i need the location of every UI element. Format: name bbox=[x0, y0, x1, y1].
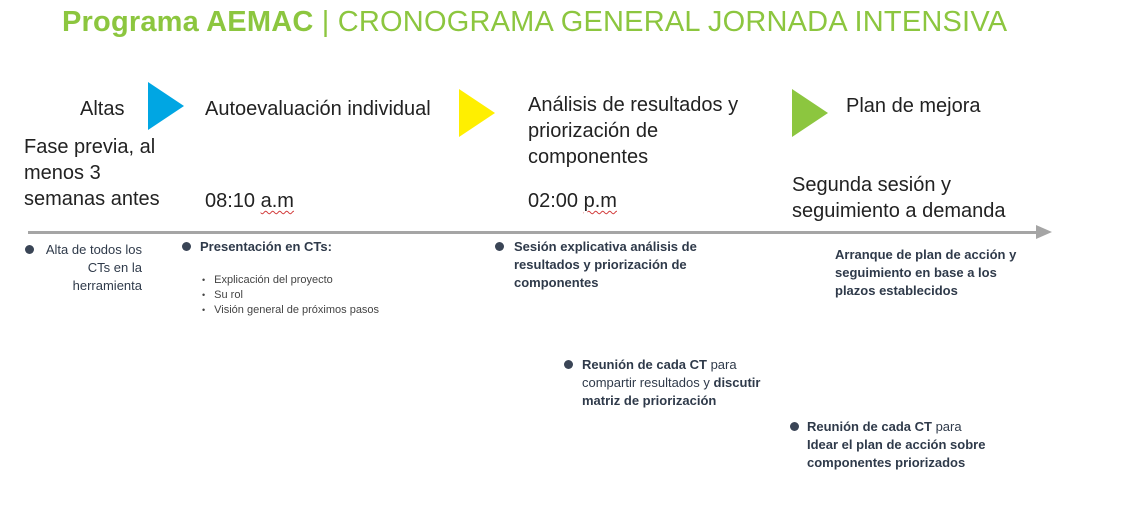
activity-presentacion-heading: Presentación en CTs: bbox=[200, 239, 332, 254]
phase-autoevaluacion-time: 08:10 a.m bbox=[205, 190, 294, 212]
activity-altas: Alta de todos los CTs en la herramienta bbox=[45, 242, 142, 293]
phase-autoevaluacion-label: Autoevaluación individual bbox=[205, 98, 431, 120]
timeline-arrowhead-icon bbox=[1036, 225, 1052, 239]
phase-plan-subtitle: Segunda sesión y seguimiento a demanda bbox=[792, 174, 1006, 222]
bullet-icon bbox=[182, 242, 191, 251]
phase-altas-label: Altas bbox=[80, 98, 125, 120]
timeline-line bbox=[28, 231, 1038, 234]
phase-analisis-label: Análisis de resultados y priorización de… bbox=[528, 94, 739, 168]
title-rest: CRONOGRAMA GENERAL JORNADA INTENSIVA bbox=[337, 6, 1008, 38]
phase-plan-label: Plan de mejora bbox=[846, 95, 981, 117]
list-item: Su rol bbox=[214, 288, 379, 303]
bullet-icon bbox=[25, 245, 34, 254]
page-title: Programa AEMAC | CRONOGRAMA GENERAL JORN… bbox=[62, 6, 1007, 39]
bullet-icon bbox=[790, 422, 799, 431]
activity-arranque: Arranque de plan de acción y seguimiento… bbox=[835, 247, 1017, 298]
program-name: Programa AEMAC bbox=[62, 6, 314, 38]
triangle-arrow-yellow-icon bbox=[459, 89, 495, 137]
bullet-icon bbox=[495, 242, 504, 251]
list-item: Explicación del proyecto bbox=[214, 273, 379, 288]
activity-reunion-resultados: Reunión de cada CT para compartir result… bbox=[582, 357, 761, 408]
phase-analisis-time: 02:00 p.m bbox=[528, 190, 617, 212]
bullet-icon bbox=[564, 360, 573, 369]
activity-sesion: Sesión explicativa análisis de resultado… bbox=[514, 239, 697, 290]
list-item: Visión general de próximos pasos bbox=[214, 303, 379, 318]
triangle-arrow-green-icon bbox=[792, 89, 828, 137]
activity-reunion-plan: Reunión de cada CT para Idear el plan de… bbox=[807, 419, 986, 470]
triangle-arrow-blue-icon bbox=[148, 82, 184, 130]
title-separator: | bbox=[321, 6, 330, 38]
phase-altas-subtitle: Fase previa, al menos 3 semanas antes bbox=[24, 136, 160, 210]
activity-presentacion-list: Explicación del proyecto Su rol Visión g… bbox=[202, 273, 379, 318]
